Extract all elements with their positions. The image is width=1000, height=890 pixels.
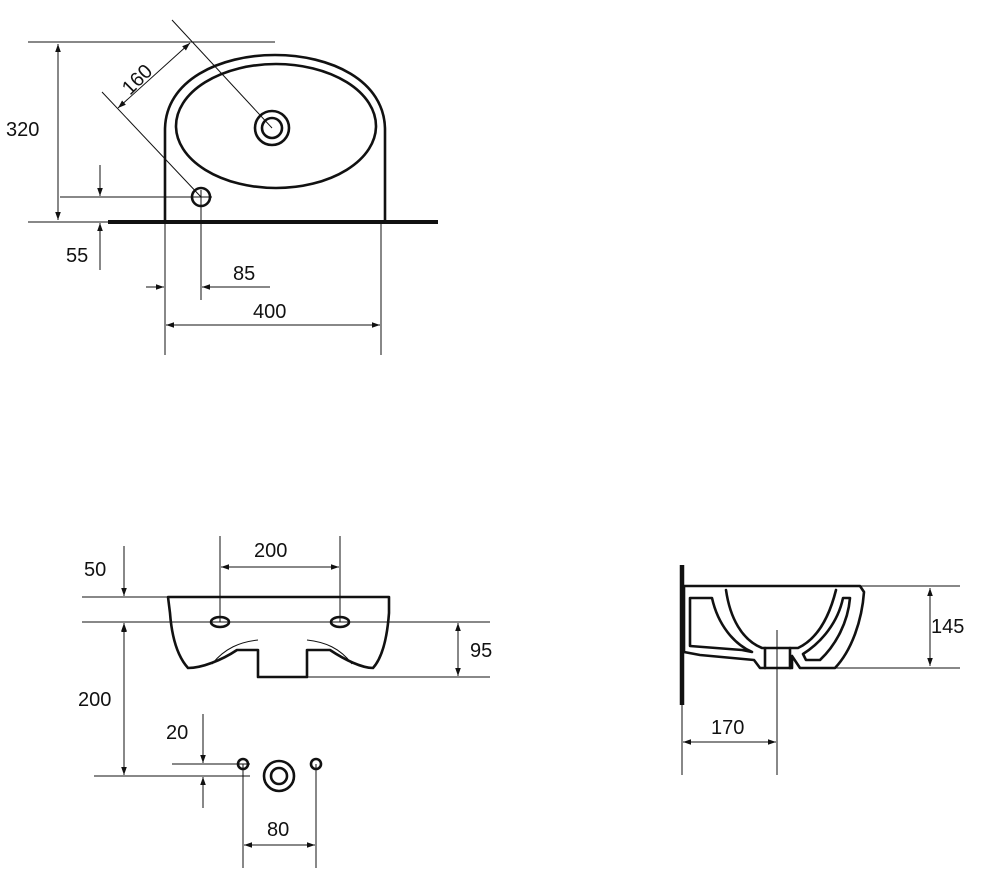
dim-line-160 [117, 42, 191, 109]
waste-pipe-outer [262, 759, 296, 793]
front-view: 200 50 95 200 20 80 [78, 536, 492, 868]
basin-profile-inner [724, 588, 838, 650]
drain-outer [253, 109, 291, 147]
inner-bowl [174, 62, 378, 190]
pipe-hole-right [309, 757, 323, 771]
dim-mount-height: 200 [78, 689, 111, 711]
overflow-channel [801, 596, 852, 662]
ext-diag-tap [101, 91, 202, 198]
dim-bolt-spacing: 200 [254, 540, 287, 562]
ext-diag-drain [171, 19, 273, 129]
dim-bolt-height: 50 [84, 559, 106, 581]
dim-85: 85 [233, 263, 255, 285]
dim-320: 320 [6, 119, 39, 141]
dim-55: 55 [66, 245, 88, 267]
dim-pipe-spacing: 80 [267, 819, 289, 841]
dim-side-height: 145 [931, 616, 964, 638]
bowl-inner-front [211, 639, 353, 665]
top-view: 320 160 55 85 400 [6, 19, 438, 355]
dim-depth: 95 [470, 640, 492, 662]
rear-cavity [688, 596, 754, 654]
side-view: 145 170 [679, 565, 964, 775]
basin-profile-outer [682, 584, 866, 670]
dim-pipe-offset: 20 [166, 722, 188, 744]
basin-outline-front [166, 595, 391, 679]
pipe-hole-left [236, 757, 250, 771]
dim-side-projection: 170 [711, 717, 744, 739]
drain-inner [260, 116, 284, 140]
waste-pipe-inner [269, 766, 289, 786]
dim-160: 160 [118, 60, 157, 99]
drain-neck [763, 646, 792, 670]
dim-400: 400 [253, 301, 286, 323]
